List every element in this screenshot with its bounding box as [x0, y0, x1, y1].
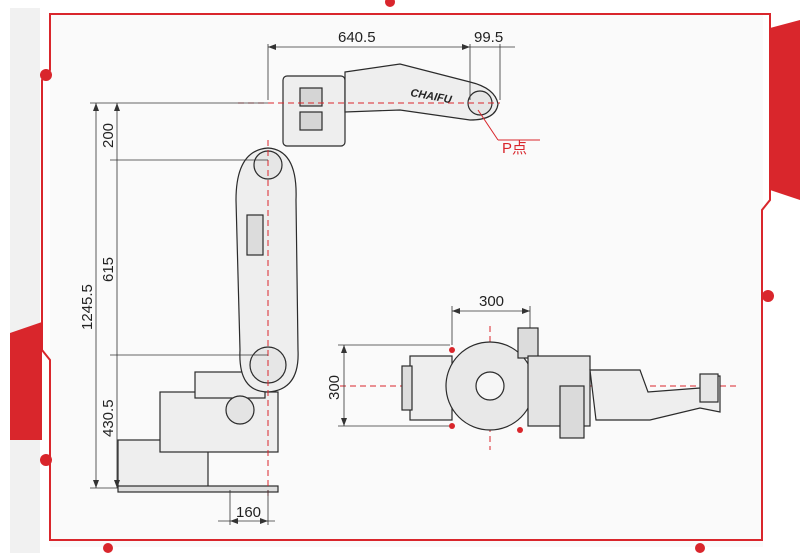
- top-view-motor-side: [559, 385, 585, 439]
- p-point-label: P点: [502, 140, 527, 157]
- red-dot-marker-icon: [103, 543, 113, 553]
- red-dot-marker-icon: [385, 0, 395, 7]
- robot-lower-arm: [235, 147, 299, 393]
- dim-99-5: 99.5: [474, 29, 503, 46]
- top-view-forearm: [589, 369, 721, 421]
- side-view-robot: [117, 63, 499, 493]
- top-view-wrist: [699, 373, 719, 403]
- dim-side-300: 300: [326, 375, 343, 400]
- left-accent-bar: [10, 322, 42, 440]
- robot-forearm: [344, 63, 499, 121]
- dim-430-5: 430.5: [100, 399, 117, 437]
- dimension-lines: [90, 44, 531, 525]
- left-margin-panel: [10, 8, 40, 553]
- p-point-leader: [477, 109, 499, 141]
- top-view-motor: [517, 327, 539, 359]
- top-view-axis-hub: [475, 371, 505, 401]
- dim-615: 615: [100, 257, 117, 282]
- arm-cover-plate: [246, 214, 264, 256]
- dim-640-5: 640.5: [338, 29, 376, 46]
- top-view-connector: [401, 365, 413, 411]
- p-point-marker: P点: [477, 109, 540, 157]
- red-dot-marker-icon: [517, 427, 523, 433]
- red-dot-marker-icon: [695, 543, 705, 553]
- robot-base-plate: [117, 485, 279, 493]
- dim-160: 160: [236, 504, 261, 521]
- red-dot-marker-icon: [40, 454, 52, 466]
- dim-200: 200: [100, 123, 117, 148]
- robot-upper-housing: [282, 75, 346, 147]
- dim-1245-5: 1245.5: [79, 284, 96, 330]
- robot-base-body: [159, 391, 279, 453]
- red-dot-marker-icon: [40, 69, 52, 81]
- right-accent-bar: [770, 20, 800, 200]
- dim-top-300: 300: [479, 293, 504, 310]
- red-dot-marker-icon: [762, 290, 774, 302]
- corner-markers: [40, 0, 774, 553]
- base-joint: [225, 395, 255, 425]
- upper-housing-cover: [299, 87, 323, 107]
- top-view-robot: [401, 327, 721, 439]
- red-dot-marker-icon: [449, 423, 455, 429]
- upper-housing-cover: [299, 111, 323, 131]
- top-view-marks: [449, 347, 523, 433]
- dimension-ticks: [93, 44, 530, 524]
- red-dot-marker-icon: [449, 347, 455, 353]
